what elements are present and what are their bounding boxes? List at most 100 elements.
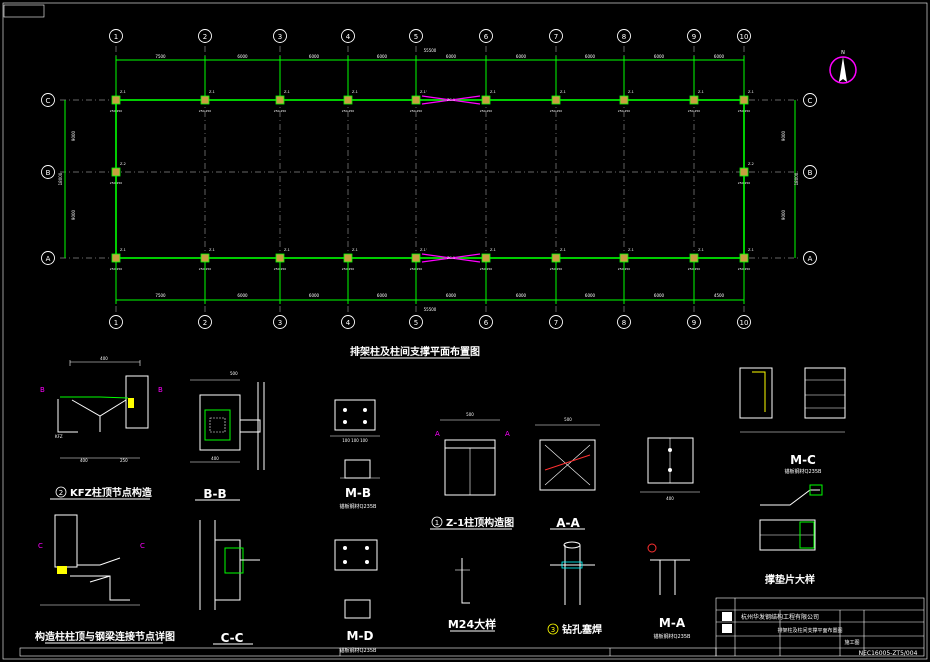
svg-text:400: 400 bbox=[211, 456, 219, 461]
mb-note: 锚板钢材Q235B bbox=[340, 503, 377, 510]
column-tag: Z-1 bbox=[490, 90, 496, 94]
column-dims: 250 250 bbox=[274, 109, 286, 113]
m24-detail bbox=[455, 558, 470, 604]
m24-title: M24大样 bbox=[448, 617, 496, 631]
bay-dim-bottom: 7500 bbox=[155, 293, 166, 298]
bay-dim-bottom: 6000 bbox=[516, 293, 527, 298]
column-marker bbox=[619, 253, 629, 263]
plan-structure: ZC-1ZC-1 bbox=[64, 56, 796, 304]
perimeter-beam bbox=[115, 99, 745, 259]
grid-bubble-top-10-label: 10 bbox=[740, 33, 749, 41]
grid-bubble-top-5 bbox=[409, 29, 423, 43]
column-dims: 250 250 bbox=[199, 109, 211, 113]
bottom-strip bbox=[19, 647, 717, 657]
md-title: M-D bbox=[347, 629, 374, 643]
column-tag: Z-1 bbox=[352, 248, 358, 252]
column-marker bbox=[739, 95, 749, 105]
grid-bubble-bottom-10-label: 10 bbox=[740, 319, 749, 327]
z1-title: 1 Z-1柱顶构造图 bbox=[430, 516, 514, 530]
grid-bubble-bottom-5-label: 5 bbox=[414, 319, 418, 327]
grid-bubble-bottom-5 bbox=[409, 315, 423, 329]
z1-detail: 500 A A bbox=[435, 412, 510, 496]
grid-bubble-bottom-1 bbox=[109, 315, 123, 329]
svg-text:400: 400 bbox=[100, 356, 108, 361]
grid-bubble-top-7-label: 7 bbox=[554, 33, 558, 41]
mc-note: 锚板钢材Q235B bbox=[785, 468, 822, 475]
grid-bubble-bottom-4-label: 4 bbox=[346, 319, 351, 327]
column-dims: 250 250 bbox=[618, 267, 630, 271]
total-dim-top: 55500 bbox=[424, 48, 437, 53]
gusset-title: 撑垫片大样 bbox=[765, 573, 815, 586]
column-dims: 250 250 bbox=[738, 181, 750, 185]
column-tag: Z-1 bbox=[284, 90, 290, 94]
grid-bubble-top-2 bbox=[198, 29, 212, 43]
column-marker bbox=[275, 95, 285, 105]
brace-c bbox=[421, 95, 481, 105]
svg-text:KFZ: KFZ bbox=[55, 434, 63, 439]
brace-tag: ZC-1 bbox=[447, 256, 455, 260]
bay-dim-bottom: 6000 bbox=[446, 293, 457, 298]
hole-weld-detail bbox=[550, 541, 595, 605]
grid-bubble-top-1-label: 1 bbox=[114, 33, 118, 41]
grid-bubble-top-7 bbox=[549, 29, 563, 43]
mc-title: M-C bbox=[790, 453, 816, 467]
grid-bubble-top-3 bbox=[273, 29, 287, 43]
grid-bubble-bottom-2-label: 2 bbox=[203, 319, 207, 327]
column-tag: Z-1 bbox=[698, 90, 704, 94]
ma-plate: 400 bbox=[640, 437, 700, 501]
column-marker bbox=[551, 253, 561, 263]
grid-bubble-top-6-label: 6 bbox=[484, 33, 489, 41]
column-dims: 250 250 bbox=[410, 267, 422, 271]
column-tag: Z-2 bbox=[120, 162, 126, 166]
mc-detail bbox=[739, 367, 846, 433]
grid-bubble-bottom-2 bbox=[198, 315, 212, 329]
column-marker bbox=[689, 95, 699, 105]
column-dims: 250 250 bbox=[480, 267, 492, 271]
bay-dim-bottom: 6000 bbox=[654, 293, 665, 298]
bay-dim-bottom: 6000 bbox=[309, 293, 320, 298]
ma-detail bbox=[647, 543, 690, 595]
column-dims: 250 250 bbox=[618, 109, 630, 113]
total-row-dim-right: 18000 bbox=[794, 172, 799, 185]
column-tag: Z-1 bbox=[628, 248, 634, 252]
cc-title: C-C bbox=[221, 631, 244, 645]
column-tag: Z-1 bbox=[209, 90, 215, 94]
grid-axes bbox=[60, 46, 800, 313]
column-tag: Z-2 bbox=[748, 162, 754, 166]
svg-text:2: 2 bbox=[59, 489, 63, 497]
svg-text:500: 500 bbox=[466, 412, 474, 417]
column-dims: 250 250 bbox=[110, 267, 122, 271]
total-dim-bottom: 55500 bbox=[424, 307, 437, 312]
mb-title: M-B bbox=[345, 486, 371, 500]
svg-text:400: 400 bbox=[666, 496, 674, 501]
svg-text:钻孔塞焊: 钻孔塞焊 bbox=[562, 623, 602, 636]
bb-title: B-B bbox=[203, 487, 226, 501]
total-row-dim-left: 18000 bbox=[58, 172, 63, 185]
north-arrow-icon: N bbox=[829, 50, 857, 84]
md-anchor-plate bbox=[334, 539, 378, 619]
column-tag: Z-1 bbox=[748, 248, 754, 252]
column-tag: Z-1 bbox=[284, 248, 290, 252]
grid-bubble-left-C bbox=[41, 93, 55, 107]
column-dims: 250 250 bbox=[110, 109, 122, 113]
row-dim-left: 9000 bbox=[71, 209, 76, 220]
column-marker bbox=[481, 253, 491, 263]
column-marker bbox=[111, 95, 121, 105]
column-marker bbox=[411, 253, 421, 263]
grid-bubble-right-C-label: C bbox=[808, 97, 813, 105]
grid-bubble-top-9 bbox=[687, 29, 701, 43]
column-tag: Z-1 bbox=[628, 90, 634, 94]
beam-title: 构造柱柱顶与钢梁连接节点详图 bbox=[35, 630, 175, 643]
grid-bubble-bottom-3 bbox=[273, 315, 287, 329]
bay-dim-top: 6000 bbox=[446, 54, 457, 59]
drawing-number: NEC16005-ZT5/004 bbox=[859, 650, 918, 657]
bay-dim-top: 6000 bbox=[516, 54, 527, 59]
bay-dim-bottom: 6000 bbox=[377, 293, 388, 298]
grid-bubble-bottom-8-label: 8 bbox=[622, 319, 626, 327]
column-marker bbox=[111, 253, 121, 263]
grid-bubble-bottom-9 bbox=[687, 315, 701, 329]
grid-bubble-top-1 bbox=[109, 29, 123, 43]
